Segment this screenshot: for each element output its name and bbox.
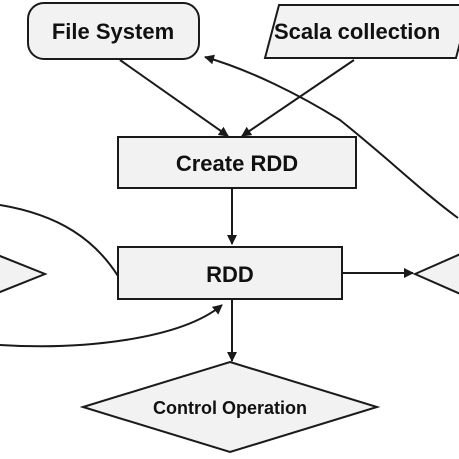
node-create-rdd: Create RDD xyxy=(117,136,357,189)
node-rdd-label: RDD xyxy=(206,262,254,287)
node-right-diamond-shape xyxy=(412,253,459,295)
node-control-operation-label: Control Operation xyxy=(153,398,307,418)
edge-left-diamond-to-rdd xyxy=(0,304,223,348)
edge-scala-collection-to-create-rdd xyxy=(241,59,355,137)
node-control-operation: Control Operation xyxy=(79,360,381,454)
node-file-system-shape xyxy=(27,2,200,60)
node-create-rdd-shape xyxy=(117,136,357,189)
node-rdd: RDD xyxy=(117,246,343,300)
node-left-diamond xyxy=(0,254,48,294)
node-control-operation-shape xyxy=(79,360,381,454)
node-scala-collection: Scala collection xyxy=(263,4,459,59)
node-file-system-label: File System xyxy=(52,19,174,44)
node-left-diamond-shape xyxy=(0,254,48,294)
node-file-system: File System xyxy=(27,2,200,60)
node-scala-collection-label: Scala collection xyxy=(274,19,440,44)
node-rdd-shape xyxy=(117,246,343,300)
node-right-diamond xyxy=(412,253,459,295)
edge-right-diamond-to-scala-collection xyxy=(204,54,459,219)
edges xyxy=(0,54,459,362)
node-scala-collection-shape xyxy=(263,4,459,59)
node-create-rdd-label: Create RDD xyxy=(176,151,298,176)
edge-file-system-to-create-rdd xyxy=(119,59,229,137)
edge-rdd-to-left-diamond xyxy=(0,204,119,277)
